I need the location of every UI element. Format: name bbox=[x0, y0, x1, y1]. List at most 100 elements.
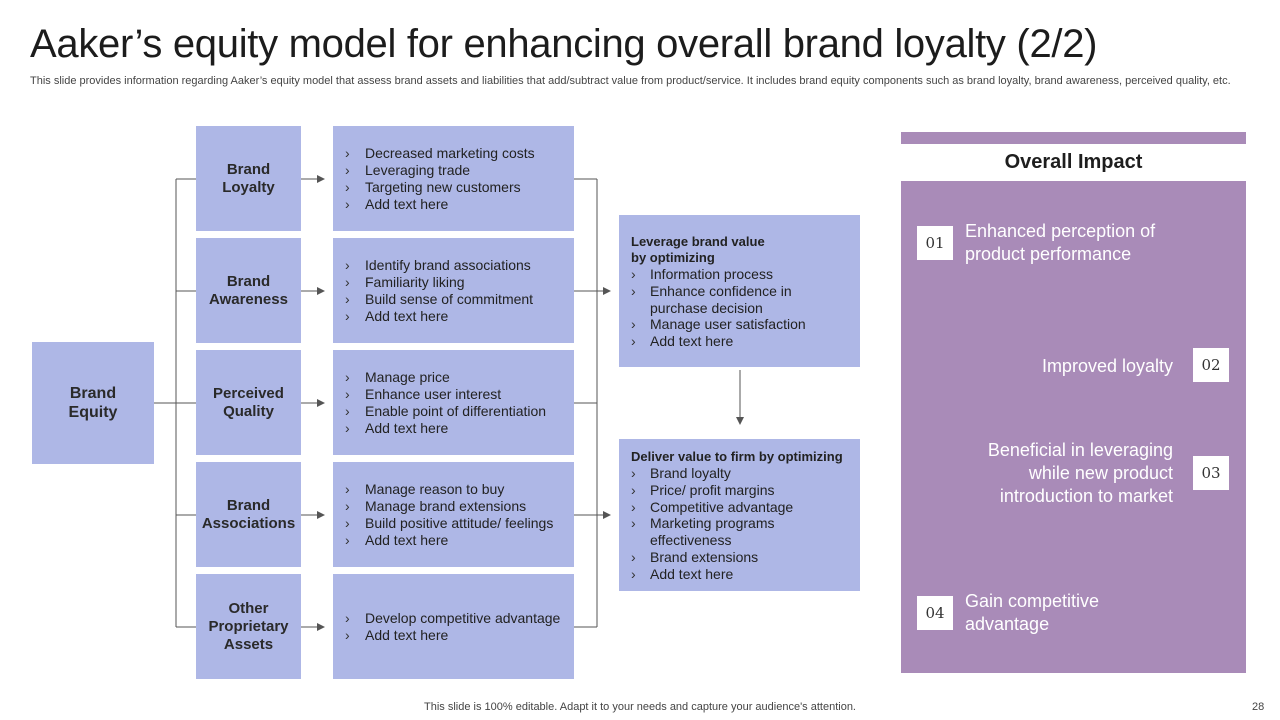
list-item-text: Information process bbox=[650, 266, 773, 282]
page-subtitle: This slide provides information regardin… bbox=[30, 75, 1231, 87]
list-item-text: Competitive advantage bbox=[650, 498, 794, 515]
chevron-right-icon: › bbox=[345, 195, 350, 212]
list-item-text: Enhance confidence in purchase decision bbox=[650, 282, 792, 316]
chevron-right-icon: › bbox=[345, 497, 350, 514]
footer-note: This slide is 100% editable. Adapt it to… bbox=[424, 701, 856, 713]
list-item-text: Manage brand extensions bbox=[365, 497, 527, 514]
list-item-text: Manage price bbox=[365, 368, 450, 385]
list-item: ›Enable point of differentiation bbox=[345, 403, 574, 420]
list-item-text: Familiarity liking bbox=[365, 273, 465, 290]
list-item: ›Brand loyalty bbox=[631, 465, 850, 482]
chevron-right-icon: › bbox=[631, 465, 636, 481]
bullet-list: ›Decreased marketing costs ›Leveraging t… bbox=[345, 145, 574, 213]
list-box-brand-associations: ›Manage reason to buy › Manage brand exte… bbox=[333, 462, 574, 567]
chevron-right-icon: › bbox=[631, 548, 636, 565]
brand-equity-box: Brand Equity bbox=[32, 342, 154, 464]
list-box-perceived-quality: ›Manage price ›Enhance user interest ›En… bbox=[333, 350, 574, 455]
impact-panel bbox=[901, 181, 1246, 673]
list-item: › Identify brand associations bbox=[345, 257, 574, 274]
category-label: Brand Associations bbox=[201, 496, 296, 532]
list-item: › Enhance user interest bbox=[345, 386, 574, 403]
list-item: › Add text here bbox=[345, 627, 574, 644]
list-item: › Leveraging trade bbox=[345, 162, 574, 179]
list-item: › Develop competitive advantage bbox=[345, 610, 574, 627]
category-label: Brand Awareness bbox=[209, 272, 288, 308]
impact-number-badge: 01 bbox=[917, 226, 953, 260]
list-item-text: Add text here bbox=[365, 626, 449, 643]
list-item-text: Add text here bbox=[650, 333, 734, 350]
list-item: ›Build positive attitude/ feelings bbox=[345, 515, 574, 532]
chevron-right-icon: › bbox=[631, 515, 636, 532]
list-item: ›Add text here bbox=[345, 196, 574, 213]
list-item-text: Marketing programs effectiveness bbox=[650, 515, 775, 549]
chevron-right-icon: › bbox=[631, 282, 636, 299]
list-item: ›Manage reason to buy bbox=[345, 481, 574, 498]
list-box-brand-loyalty: ›Decreased marketing costs ›Leveraging t… bbox=[333, 126, 574, 231]
chevron-right-icon: › bbox=[345, 419, 350, 436]
list-item-text: Develop competitive advantage bbox=[365, 609, 561, 626]
list-box-other-proprietary-assets: › Develop competitive advantage › Add text… bbox=[333, 574, 574, 679]
category-label: Perceived Quality bbox=[213, 384, 284, 420]
impact-number-badge: 04 bbox=[917, 596, 953, 630]
chevron-right-icon: › bbox=[345, 609, 350, 626]
bullet-list: ›Manage price ›Enhance user interest ›En… bbox=[345, 369, 574, 437]
chevron-right-icon: › bbox=[345, 178, 350, 195]
impact-title: Overall Impact bbox=[1004, 151, 1143, 173]
chevron-right-icon: › bbox=[345, 531, 350, 548]
chevron-right-icon: › bbox=[345, 626, 350, 643]
list-item-text: Decreased marketing costs bbox=[365, 144, 535, 161]
chevron-right-icon: › bbox=[631, 266, 636, 282]
list-item-text: Enable point of differentiation bbox=[365, 402, 547, 419]
list-item-text: Brand extensions bbox=[650, 548, 759, 565]
bullet-list: › Information process › Enhance confidence… bbox=[631, 266, 850, 350]
chevron-right-icon: › bbox=[631, 316, 636, 333]
bullet-list: ›Brand loyalty ›Price/ profit margins › C… bbox=[631, 465, 850, 583]
list-item: › Targeting new customers bbox=[345, 179, 574, 196]
list-item: › Build sense of commitment bbox=[345, 291, 574, 308]
chevron-right-icon: › bbox=[345, 480, 350, 497]
list-item: › Enhance confidence in purchase decision bbox=[631, 283, 850, 317]
category-brand-loyalty: Brand Loyalty bbox=[196, 126, 301, 231]
chevron-right-icon: › bbox=[631, 498, 636, 515]
list-item-text: Build sense of commitment bbox=[365, 290, 534, 307]
list-item: › Competitive advantage bbox=[631, 499, 850, 516]
impact-text: Improved loyalty bbox=[1041, 356, 1173, 376]
category-perceived-quality: Perceived Quality bbox=[196, 350, 301, 455]
list-item: ›Add text here bbox=[345, 420, 574, 437]
category-brand-awareness: Brand Awareness bbox=[196, 238, 301, 343]
chevron-right-icon: › bbox=[345, 368, 350, 385]
list-item: › Brand extensions bbox=[631, 549, 850, 566]
chevron-right-icon: › bbox=[345, 161, 350, 178]
brand-equity-label: Brand Equity bbox=[68, 385, 118, 421]
list-item: ›Add text here bbox=[631, 333, 850, 350]
list-item: ›Decreased marketing costs bbox=[345, 145, 574, 162]
list-item: › Familiarity liking bbox=[345, 274, 574, 291]
leverage-box: Leverage brand value by optimizing › Info… bbox=[619, 215, 860, 367]
category-brand-associations: Brand Associations bbox=[196, 462, 301, 567]
chevron-right-icon: › bbox=[345, 307, 350, 324]
page-title: Aaker’s equity model for enhancing overa… bbox=[30, 22, 1098, 66]
category-label: Other Proprietary Assets bbox=[208, 599, 289, 653]
list-item-text: Leveraging trade bbox=[365, 161, 471, 178]
list-box-brand-awareness: › Identify brand associations › Familiarit… bbox=[333, 238, 574, 343]
deliver-title: Deliver value to firm by optimizing bbox=[631, 449, 843, 464]
chevron-right-icon: › bbox=[345, 256, 350, 273]
list-item: ›Price/ profit margins bbox=[631, 482, 850, 499]
chevron-right-icon: › bbox=[345, 385, 350, 402]
list-item: › Marketing programs effectiveness bbox=[631, 515, 850, 549]
impact-text: Gain competitive advantage bbox=[965, 591, 1100, 634]
list-item: ›Add text here bbox=[631, 566, 850, 583]
list-item-text: Targeting new customers bbox=[365, 178, 521, 195]
chevron-right-icon: › bbox=[345, 273, 350, 290]
list-item-text: Enhance user interest bbox=[365, 385, 502, 402]
chevron-right-icon: › bbox=[345, 290, 350, 307]
chevron-right-icon: › bbox=[631, 481, 636, 498]
list-item-text: Identify brand associations bbox=[365, 256, 531, 273]
list-item-text: Add text here bbox=[365, 531, 449, 548]
category-other-proprietary-assets: Other Proprietary Assets bbox=[196, 574, 301, 679]
list-item: › Information process bbox=[631, 266, 850, 283]
list-item-text: Manage user satisfaction bbox=[650, 316, 806, 333]
list-item: › Manage price bbox=[345, 369, 574, 386]
leverage-title: Leverage brand value by optimizing bbox=[631, 234, 765, 265]
impact-number-badge: 02 bbox=[1193, 348, 1229, 382]
